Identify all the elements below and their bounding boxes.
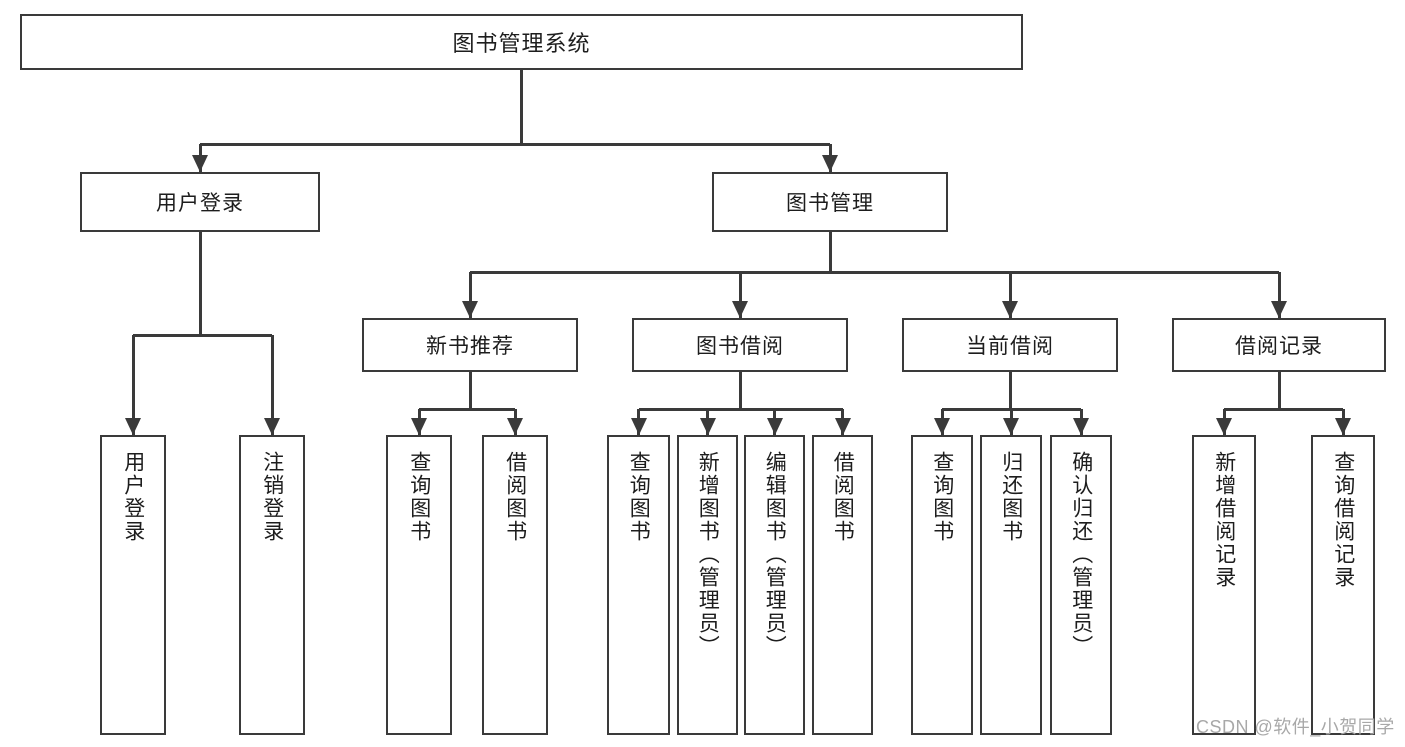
arrowhead-icon [264,418,280,435]
arrowhead-icon [1335,418,1351,435]
arrowhead-icon [1271,301,1287,318]
node-root-system[interactable]: 图书管理系统 [20,14,1023,70]
node-leaf-return-book[interactable]: 归还图书 [980,435,1042,735]
node-label: 查询借阅记录 [1331,451,1355,589]
node-label: 借阅图书 [831,451,855,543]
connector-stem [738,372,742,409]
node-leaf-edit-book[interactable]: 编辑图书（管理员） [744,435,805,735]
arrowhead-icon [732,301,748,318]
arrowhead-icon [934,418,950,435]
node-label: 借阅图书 [503,451,527,543]
connector-stem [1277,372,1281,409]
node-leaf-user-login[interactable]: 用户登录 [100,435,166,735]
connector-bus [133,333,272,337]
node-label: 新书推荐 [426,335,514,358]
node-label: 查询图书 [407,451,431,543]
arrowhead-icon [834,418,851,435]
arrowhead-icon [766,418,783,435]
connector-stem [1008,372,1012,409]
connector-bus [1224,407,1343,411]
node-label: 图书管理系统 [452,31,591,56]
node-label: 用户登录 [156,192,244,215]
node-leaf-borrow-book-recommend[interactable]: 借阅图书 [482,435,548,735]
arrowhead-icon [411,418,427,435]
node-current-borrow[interactable]: 当前借阅 [902,318,1118,372]
arrowhead-icon [192,155,208,172]
connector-stem [520,70,523,144]
node-book-borrow[interactable]: 图书借阅 [632,318,848,372]
node-label: 归还图书 [999,451,1023,543]
connector-drop [468,272,472,318]
node-leaf-user-logout[interactable]: 注销登录 [239,435,305,735]
node-user-login[interactable]: 用户登录 [80,172,320,232]
node-leaf-query-book-current[interactable]: 查询图书 [911,435,973,735]
arrowhead-icon [1003,418,1019,435]
node-label: 图书借阅 [696,335,784,358]
node-label: 新增图书（管理员） [696,451,720,658]
node-label: 编辑图书（管理员） [763,451,787,658]
arrowhead-icon [1216,418,1232,435]
node-label: 借阅记录 [1235,335,1323,358]
arrowhead-icon [630,418,647,435]
connector-stem [468,372,472,409]
node-leaf-query-book-borrow[interactable]: 查询图书 [607,435,670,735]
connector-bus [419,407,515,411]
connector-bus [470,270,1279,274]
connector-drop [1008,272,1012,318]
arrowhead-icon [125,418,141,435]
arrowhead-icon [507,418,523,435]
node-book-manage[interactable]: 图书管理 [712,172,948,232]
node-label: 查询图书 [627,451,651,543]
node-label: 用户登录 [121,451,145,543]
node-new-book-recommend[interactable]: 新书推荐 [362,318,578,372]
arrowhead-icon [1002,301,1018,318]
arrowhead-icon [462,301,478,318]
node-leaf-borrow-book[interactable]: 借阅图书 [812,435,873,735]
connector-drop [738,272,742,318]
connector-stem [828,232,832,272]
arrowhead-icon [822,155,838,172]
node-leaf-query-borrow-record[interactable]: 查询借阅记录 [1311,435,1375,735]
connector-drop [131,335,135,435]
node-label: 查询图书 [930,451,954,543]
node-leaf-query-book-recommend[interactable]: 查询图书 [386,435,452,735]
node-label: 新增借阅记录 [1212,451,1236,589]
node-label: 当前借阅 [966,335,1054,358]
node-label: 注销登录 [260,451,284,543]
node-leaf-add-borrow-record[interactable]: 新增借阅记录 [1192,435,1256,735]
connector-stem [198,232,202,335]
connector-drop [1277,272,1281,318]
connector-drop [270,335,274,435]
arrowhead-icon [1073,418,1089,435]
node-borrow-record[interactable]: 借阅记录 [1172,318,1386,372]
node-label: 确认归还（管理员） [1069,451,1093,658]
node-leaf-confirm-return[interactable]: 确认归还（管理员） [1050,435,1112,735]
connector-bus [200,142,830,146]
node-leaf-add-book[interactable]: 新增图书（管理员） [677,435,738,735]
node-label: 图书管理 [786,192,874,215]
arrowhead-icon [699,418,716,435]
connector-bus [638,407,843,411]
